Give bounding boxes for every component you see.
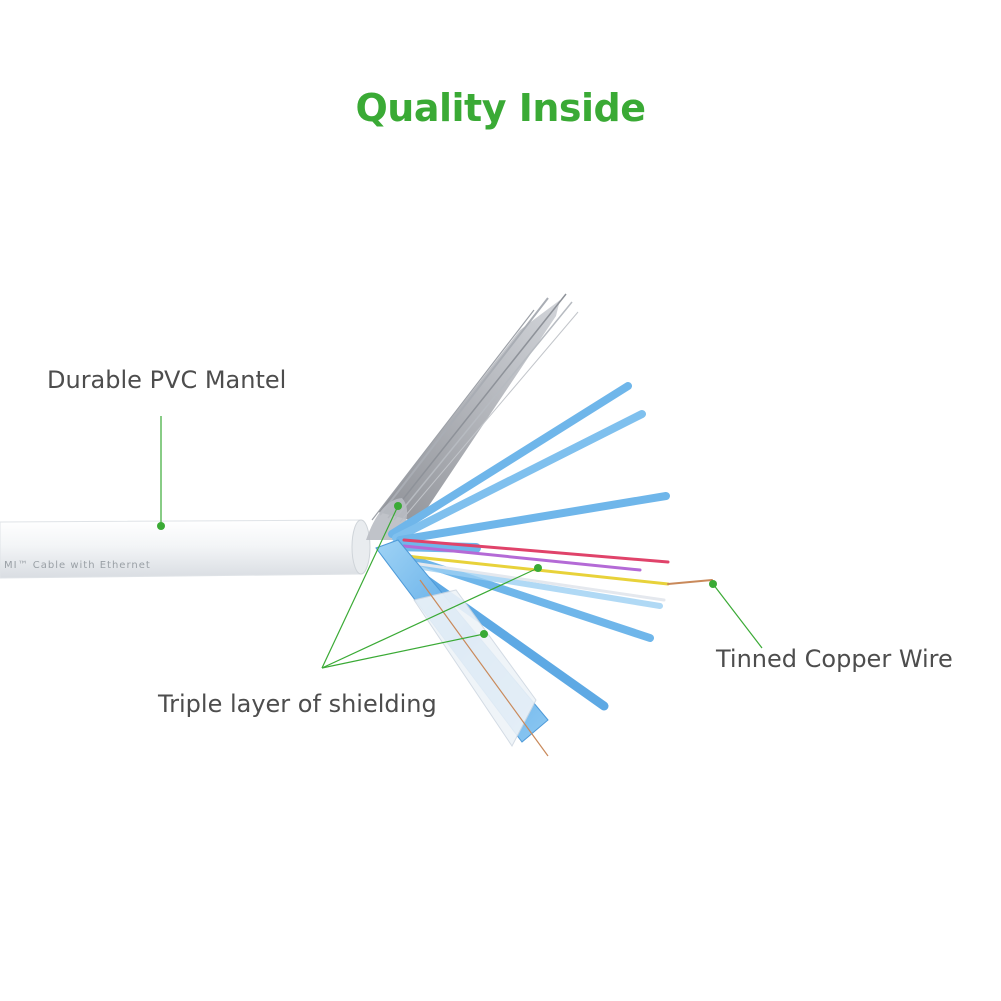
anchor-dot-shield-foil bbox=[534, 564, 542, 572]
callout-leaders bbox=[160, 416, 763, 669]
anchor-dot-shield-braid bbox=[394, 502, 402, 510]
cable-print-text: MI™ Cable with Ethernet bbox=[4, 560, 151, 571]
callout-tinned-copper-wire: Tinned Copper Wire bbox=[716, 645, 953, 673]
aluminium-foil-wrap bbox=[375, 539, 549, 757]
anchor-dot-shield-wrap bbox=[480, 630, 488, 638]
leader-shield-2 bbox=[321, 567, 539, 669]
leader-shield-3 bbox=[321, 633, 485, 669]
callout-anchor-dots bbox=[157, 502, 717, 638]
leader-shield-1 bbox=[321, 505, 399, 669]
anchor-dot-copper bbox=[709, 580, 717, 588]
callout-triple-shielding: Triple layer of shielding bbox=[158, 690, 437, 718]
foil-shielded-pairs bbox=[388, 382, 670, 711]
page-title: Quality Inside bbox=[355, 86, 646, 130]
leader-copper bbox=[712, 583, 763, 649]
anchor-dot-pvc bbox=[157, 522, 165, 530]
callout-pvc-mantel: Durable PVC Mantel bbox=[47, 366, 287, 394]
cable-jacket: MI™ Cable with Ethernet bbox=[0, 519, 371, 579]
